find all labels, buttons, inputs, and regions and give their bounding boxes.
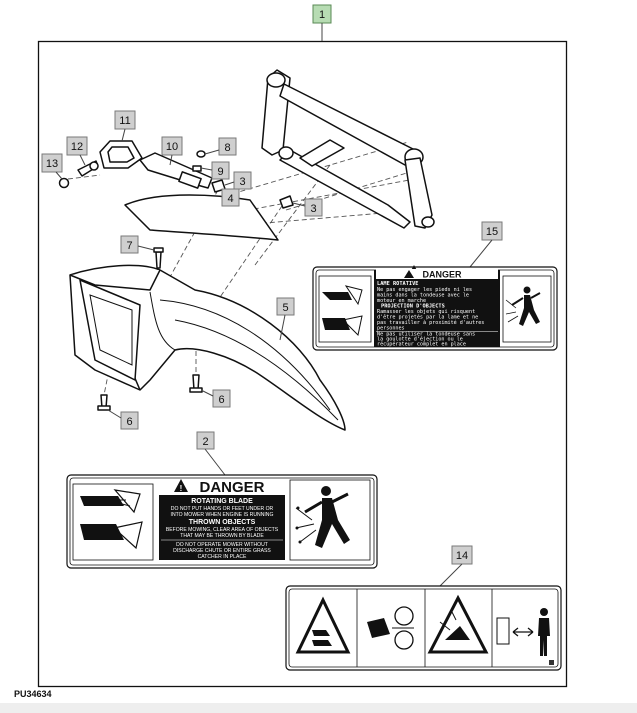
label-en-text2a: BEFORE MOWING, CLEAR AREA OF OBJECTS xyxy=(166,527,279,533)
callout-14-text: 14 xyxy=(456,550,468,562)
rotating-blade-icon xyxy=(367,606,414,650)
label-en-text1b: INTO MOWER WHEN ENGINE IS RUNNING xyxy=(171,512,274,518)
callout-13[interactable]: 13 xyxy=(41,153,63,173)
data-matrix-icon xyxy=(549,660,554,665)
page-footer xyxy=(0,703,637,713)
callout-3-lower-text: 3 xyxy=(310,203,316,215)
callout-7-text: 7 xyxy=(126,240,132,252)
label-fr-text2a: Ramasser les objets qui risquent xyxy=(377,309,475,315)
callout-5-text: 5 xyxy=(282,302,288,314)
callout-6-left[interactable]: 6 xyxy=(120,411,139,430)
label-fr-heading: DANGER xyxy=(422,270,462,280)
label-fr-text1a: Ne pas engager les pieds ni les xyxy=(377,287,472,293)
callout-12-text: 12 xyxy=(71,141,83,153)
discharge-chute[interactable] xyxy=(69,264,346,431)
callout-9-text: 9 xyxy=(217,166,223,178)
warning-triangle-icon xyxy=(174,479,188,492)
callout-7[interactable]: 7 xyxy=(120,235,139,254)
callout-4-text: 4 xyxy=(227,193,233,205)
callout-15-text: 15 xyxy=(486,226,498,238)
thrown-objects-person-icon xyxy=(289,479,371,561)
label-fr-section2: PROJECTION D'OBJECTS xyxy=(381,304,445,310)
callout-9[interactable]: 9 xyxy=(211,161,230,180)
label-en-text3a: DO NOT OPERATE MOWER WITHOUT xyxy=(176,542,268,548)
callout-3-upper-text: 3 xyxy=(239,176,245,188)
callout-5[interactable]: 5 xyxy=(276,297,295,316)
label-fr-text3a: Ne pas utiliser la tondeuse sans xyxy=(377,332,475,338)
figure-id: PU34634 xyxy=(14,689,52,699)
callout-2[interactable]: 2 xyxy=(196,431,215,450)
hand-foot-blade-icon xyxy=(318,275,372,343)
english-danger-label[interactable]: ! DANGER ROTATING BLADE DO NOT PUT HANDS… xyxy=(66,474,378,569)
hand-foot-blade-icon xyxy=(72,483,154,561)
callout-3-upper[interactable]: 3 xyxy=(233,171,252,190)
pictorial-safety-label[interactable] xyxy=(285,585,562,671)
callout-15[interactable]: 15 xyxy=(481,221,503,241)
callout-8-text: 8 xyxy=(224,142,230,154)
callout-3-lower[interactable]: 3 xyxy=(304,198,323,217)
callout-1-text: 1 xyxy=(319,9,325,21)
deflector-plate[interactable] xyxy=(124,194,279,241)
callout-12[interactable]: 12 xyxy=(66,136,88,156)
keep-distance-person-icon xyxy=(496,608,550,656)
callout-11[interactable]: 11 xyxy=(114,110,136,130)
hardware xyxy=(58,150,294,411)
label-fr-text2b: d'être projetés par la lame et ne xyxy=(377,314,478,321)
callout-10[interactable]: 10 xyxy=(161,136,183,156)
thrown-objects-person-icon xyxy=(502,275,552,343)
mounting-bracket[interactable] xyxy=(261,69,435,229)
label-fr-text2c: pas travailler à proximité d'autres xyxy=(377,319,484,326)
label-en-text3c: CATCHER IN PLACE xyxy=(198,554,247,560)
label-fr-text3c: récupérateur complet en place xyxy=(377,341,466,348)
label-en-text3b: DISCHARGE CHUTE OR ENTIRE GRASS xyxy=(173,548,271,554)
label-en-heading: DANGER xyxy=(199,479,264,496)
callout-4[interactable]: 4 xyxy=(221,188,240,207)
handle[interactable] xyxy=(139,152,213,189)
label-en-section2: THROWN OBJECTS xyxy=(189,519,256,526)
callout-13-text: 13 xyxy=(46,158,58,170)
label-fr-section1: LAME ROTATIVE xyxy=(377,281,418,287)
french-danger-label[interactable]: DANGER LAME ROTATIVE Ne pas engager les … xyxy=(312,264,558,351)
callout-10-text: 10 xyxy=(166,141,178,153)
callout-14[interactable]: 14 xyxy=(451,545,473,565)
label-en-text1a: DO NOT PUT HANDS OR FEET UNDER OR xyxy=(171,506,274,512)
callout-2-text: 2 xyxy=(202,436,208,448)
warning-triangle-icon xyxy=(404,270,414,278)
label-fr-text1c: moteur en marche xyxy=(377,298,426,304)
label-fr-text3b: la goulotte d'éjection ou le xyxy=(377,336,463,343)
label-fr-text2d: personnes xyxy=(377,326,405,332)
callout-8[interactable]: 8 xyxy=(218,137,237,156)
callout-6-right-text: 6 xyxy=(218,394,224,406)
svg-text:!: ! xyxy=(180,484,183,493)
warning-triangle-icon xyxy=(295,596,351,654)
label-fr-text1b: mains dans la tondeuse avec le xyxy=(377,293,469,299)
spring-clip[interactable] xyxy=(99,140,143,169)
thrown-objects-warning-icon xyxy=(427,594,489,654)
label-en-text2b: THAT MAY BE THROWN BY BLADE xyxy=(180,533,264,539)
callout-1[interactable]: 1 xyxy=(312,4,332,24)
callout-11-text: 11 xyxy=(119,115,130,127)
callout-6-right[interactable]: 6 xyxy=(212,389,231,408)
diagram-frame xyxy=(37,40,568,688)
label-en-section1: ROTATING BLADE xyxy=(191,498,253,505)
callout-6-left-text: 6 xyxy=(126,416,132,428)
